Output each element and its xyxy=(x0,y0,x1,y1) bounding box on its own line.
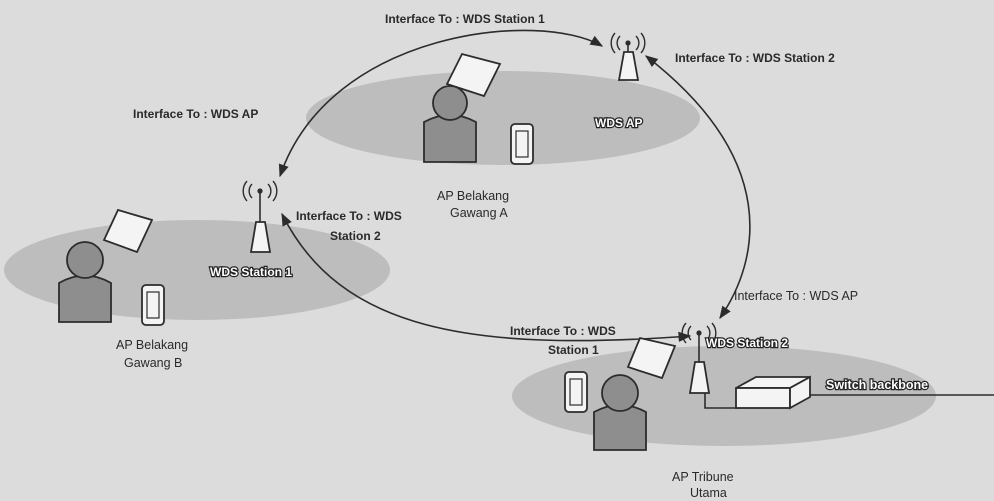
site-b-label-line2: Gawang B xyxy=(124,356,182,370)
link-label-center-b: Station 2 xyxy=(330,229,381,243)
link-label-left: Interface To : WDS AP xyxy=(133,107,258,121)
switch-icon xyxy=(736,377,810,408)
link-label-bottom-a: Interface To : WDS xyxy=(510,324,616,338)
link-label-top-right: Interface To : WDS Station 2 xyxy=(675,51,835,65)
switch-backbone-label: Switch backbone xyxy=(826,378,928,392)
link-label-top-left: Interface To : WDS Station 1 xyxy=(385,12,545,26)
link-label-center-a: Interface To : WDS xyxy=(296,209,402,223)
antenna-icon xyxy=(251,188,270,252)
site-c-label-line1: AP Tribune xyxy=(672,470,734,484)
pda-icon xyxy=(142,285,164,325)
link-label-bottom-b: Station 1 xyxy=(548,343,599,357)
node-label-wds-station-1: WDS Station 1 xyxy=(210,265,292,279)
node-label-wds-station-2: WDS Station 2 xyxy=(706,336,788,350)
site-b-label-line1: AP Belakang xyxy=(116,338,188,352)
pda-icon xyxy=(565,372,587,412)
link-label-right: Interface To : WDS AP xyxy=(734,289,858,303)
node-label-wds-ap: WDS AP xyxy=(595,116,643,130)
pda-icon xyxy=(511,124,533,164)
site-a-label-line1: AP Belakang xyxy=(437,189,509,203)
site-c-label-line2: Utama xyxy=(690,486,727,500)
antenna-icon xyxy=(619,40,638,80)
site-a-label-line2: Gawang A xyxy=(450,206,508,220)
